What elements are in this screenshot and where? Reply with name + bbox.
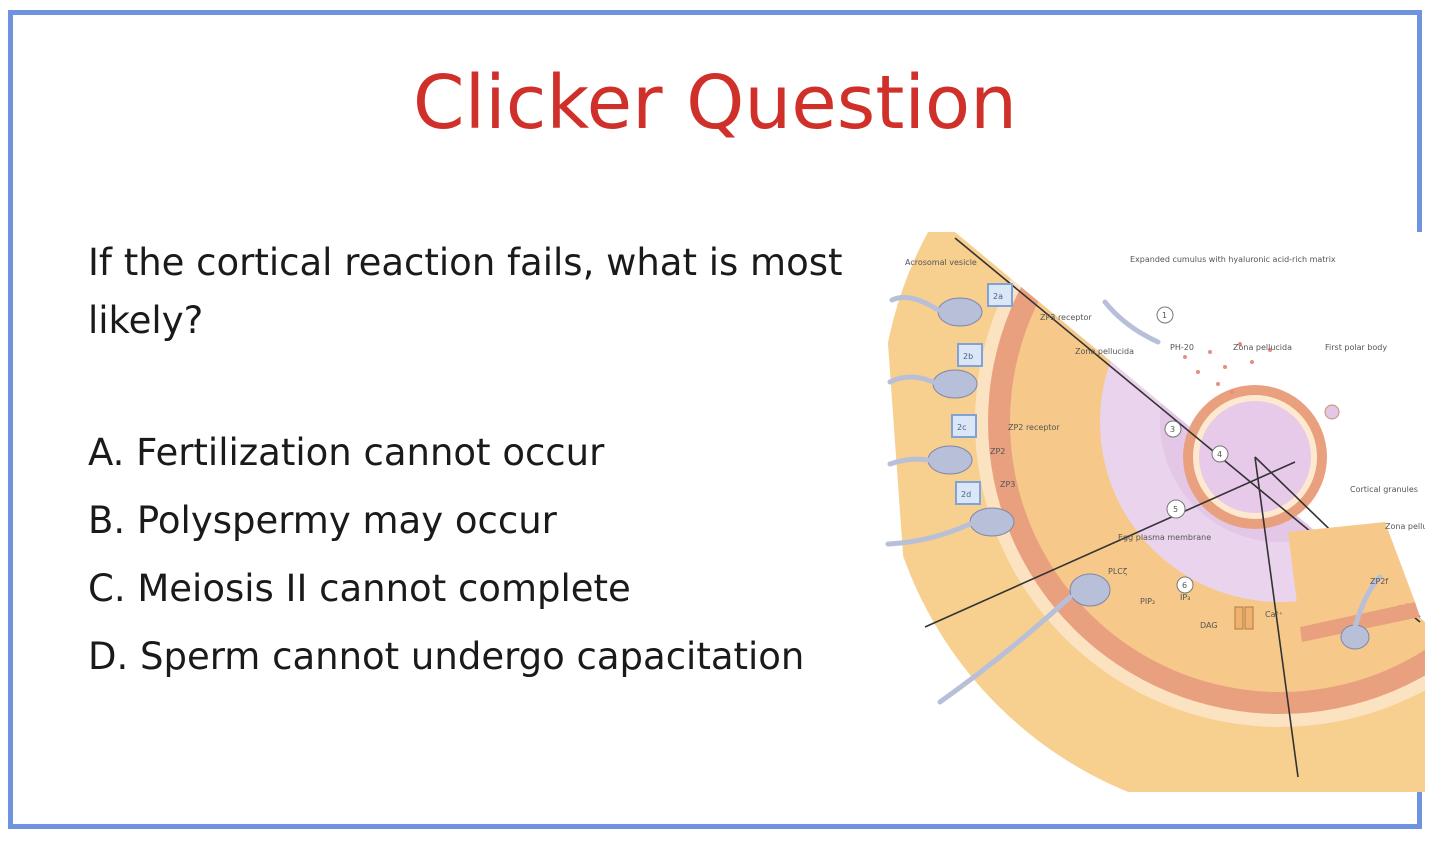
step-tag-2d: 2d bbox=[961, 490, 971, 499]
label-ip3: IP₃ bbox=[1180, 593, 1190, 602]
step-circles bbox=[1156, 306, 1229, 594]
svg-text:6: 6 bbox=[1182, 581, 1187, 590]
label-dag: DAG bbox=[1200, 621, 1218, 630]
answer-options: A. Fertilization cannot occur B. Polyspe… bbox=[88, 422, 908, 694]
label-zp2-receptor: ZP2 receptor bbox=[1008, 423, 1060, 432]
label-zona-pellucida-right: Zona pellucida bbox=[1385, 522, 1425, 531]
label-first-polar-body: First polar body bbox=[1325, 343, 1387, 352]
label-zp2: ZP2 bbox=[990, 447, 1005, 456]
option-b[interactable]: B. Polyspermy may occur bbox=[88, 499, 557, 542]
label-cortical-granules: Cortical granules bbox=[1350, 485, 1418, 494]
svg-text:5: 5 bbox=[1173, 505, 1178, 514]
step-tag-2b: 2b bbox=[963, 352, 973, 361]
label-ph20: PH-20 bbox=[1170, 343, 1194, 352]
sperm-tails bbox=[885, 295, 1383, 705]
option-c[interactable]: C. Meiosis II cannot complete bbox=[88, 567, 631, 610]
label-zona-pellucida-mid: Zona pellucida bbox=[1075, 347, 1134, 356]
cortical-granule-sector bbox=[1288, 522, 1420, 642]
sperm-cells bbox=[927, 297, 1370, 650]
label-zp2f: ZP2f bbox=[1370, 577, 1388, 586]
label-zp3: ZP3 bbox=[1000, 480, 1015, 489]
label-zona-pellucida-top: Zona pellucida bbox=[1233, 343, 1292, 352]
step-numbers: 1 3 4 5 6 bbox=[1162, 311, 1222, 590]
svg-text:4: 4 bbox=[1217, 450, 1222, 459]
label-egg-plasma-membrane: Egg plasma membrane bbox=[1118, 533, 1211, 542]
step-tags: 2a 2b 2c 2d bbox=[951, 283, 1013, 505]
diagram-labels: Acrosomal vesicle Expanded cumulus with … bbox=[905, 255, 1425, 630]
calcium-channel bbox=[1234, 606, 1254, 630]
label-expanded-cumulus: Expanded cumulus with hyaluronic acid-ri… bbox=[1130, 255, 1336, 264]
question-text: If the cortical reaction fails, what is … bbox=[88, 241, 843, 342]
label-zp3-receptor: ZP3 receptor bbox=[1040, 313, 1092, 322]
slide-title: Clicker Question bbox=[412, 60, 1018, 146]
label-plc: PLCζ bbox=[1108, 567, 1127, 576]
fertilization-diagram: 2a 2b 2c 2d 1 3 4 5 6 Acrosomal vesicle … bbox=[880, 232, 1425, 792]
label-pip2: PIP₂ bbox=[1140, 597, 1155, 606]
label-ca: Ca²⁺ bbox=[1265, 610, 1283, 619]
step-tag-2c: 2c bbox=[957, 423, 967, 432]
label-acrosomal-vesicle: Acrosomal vesicle bbox=[905, 258, 977, 267]
svg-text:1: 1 bbox=[1162, 311, 1167, 320]
option-a[interactable]: A. Fertilization cannot occur bbox=[88, 431, 605, 474]
svg-text:3: 3 bbox=[1170, 425, 1175, 434]
step-tag-2a: 2a bbox=[993, 292, 1003, 301]
option-d[interactable]: D. Sperm cannot undergo capacitation bbox=[88, 635, 805, 678]
